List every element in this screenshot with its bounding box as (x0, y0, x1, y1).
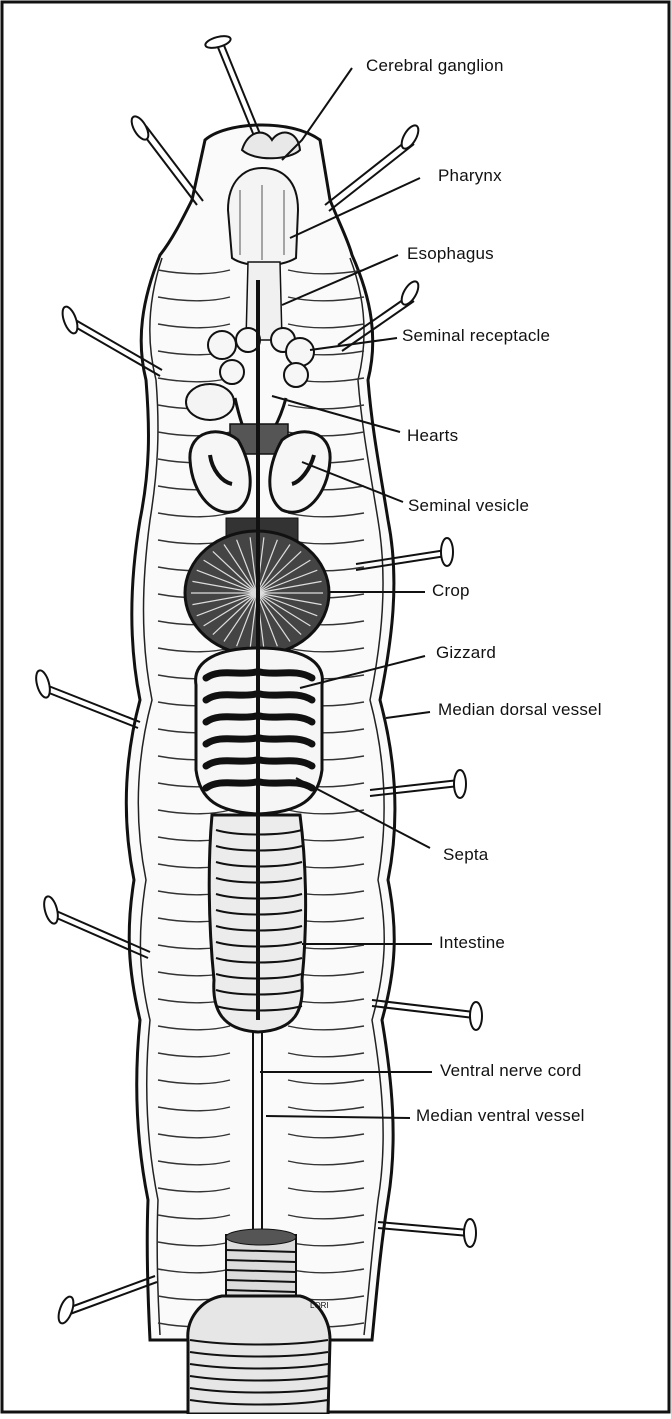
label-median-ventral-vessel: Median ventral vessel (416, 1106, 585, 1126)
seminal-vesicle-small (186, 384, 234, 420)
label-gizzard: Gizzard (436, 643, 496, 663)
label-ventral-nerve-cord: Ventral nerve cord (440, 1061, 582, 1081)
label-seminal-receptacle: Seminal receptacle (402, 326, 550, 346)
label-cerebral-ganglion: Cerebral ganglion (366, 56, 504, 76)
label-hearts: Hearts (407, 426, 458, 446)
artist-signature: LORI (310, 1301, 329, 1310)
label-intestine: Intestine (439, 933, 505, 953)
label-septa: Septa (443, 845, 488, 865)
pharynx (228, 168, 298, 266)
label-median-dorsal-vessel: Median dorsal vessel (438, 700, 602, 720)
label-pharynx: Pharynx (438, 166, 502, 186)
label-esophagus: Esophagus (407, 244, 494, 264)
label-seminal-vesicle: Seminal vesicle (408, 496, 529, 516)
label-crop: Crop (432, 581, 470, 601)
